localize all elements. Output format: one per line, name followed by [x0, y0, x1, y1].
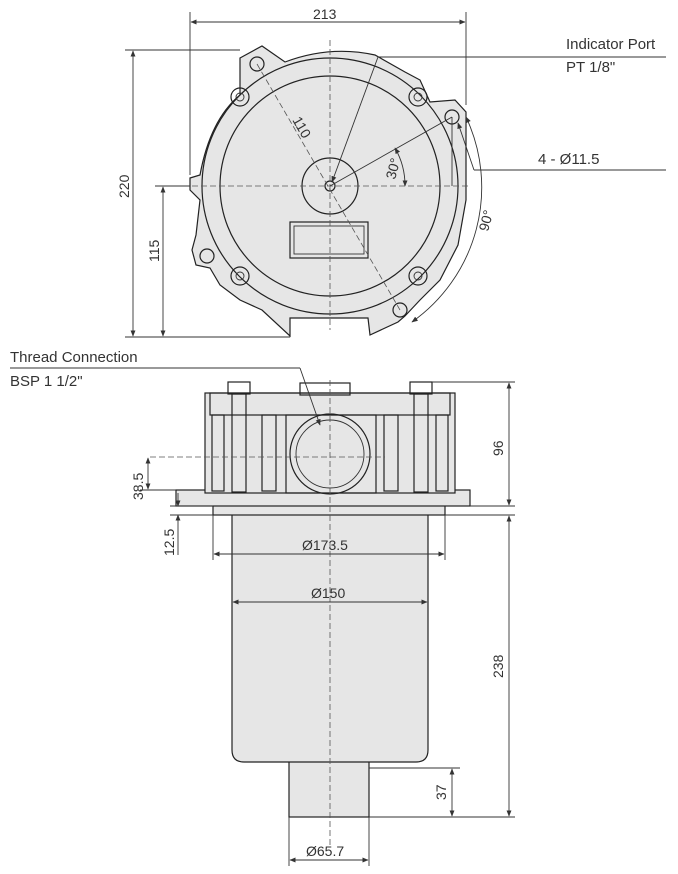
outlet-pipe — [288, 756, 370, 818]
thread-connection-label: Thread Connection — [10, 349, 138, 366]
dim-238: 238 — [490, 654, 506, 678]
dim-173-5: Ø173.5 — [302, 537, 348, 553]
bolt — [230, 87, 250, 107]
dim-65-7: Ø65.7 — [306, 843, 344, 859]
leader-indicator-diag — [331, 56, 379, 183]
dim-90: 90° — [475, 208, 496, 233]
indicator-port-label: Indicator Port — [566, 36, 656, 53]
dim-38-5: 38.5 — [130, 473, 146, 500]
column — [261, 414, 277, 492]
leader-thread-diag — [299, 367, 321, 426]
dim-12-5: 12.5 — [161, 529, 177, 556]
column — [435, 414, 449, 492]
thread-connection-spec: BSP 1 1/2" — [10, 373, 83, 390]
bolt-center — [235, 92, 245, 102]
dim-220: 220 — [116, 174, 132, 198]
dim-37: 37 — [433, 784, 449, 800]
dim-150: Ø150 — [311, 585, 345, 601]
top-view: 213 220 115 110 30° 90° Indicator Port P… — [116, 6, 666, 338]
bolt-shaft — [231, 393, 247, 493]
dim-96: 96 — [490, 440, 506, 456]
indicator-port-thread: PT 1/8" — [566, 59, 615, 76]
column — [211, 414, 225, 492]
holes-label: 4 - Ø11.5 — [538, 151, 599, 168]
bolt-head — [227, 381, 251, 395]
side-view: Thread Connection BSP 1 1/2" 96 38.5 12.… — [10, 349, 515, 866]
head-bolts — [211, 381, 449, 493]
arc-30 — [394, 147, 408, 187]
dim-30: 30° — [382, 156, 403, 181]
nameplate-inner — [293, 225, 365, 255]
mount-hole — [199, 248, 215, 264]
dim-213: 213 — [313, 6, 337, 22]
bolt-shaft — [413, 393, 429, 493]
bolt — [230, 266, 250, 286]
mount-hole — [392, 302, 408, 318]
dim-115: 115 — [146, 239, 162, 262]
bolt-center — [235, 271, 245, 281]
centerline-diag — [256, 63, 401, 311]
arc-90 — [411, 116, 483, 323]
bolt — [408, 87, 428, 107]
bolt-head — [409, 381, 433, 395]
nameplate — [289, 221, 369, 259]
mount-hole — [249, 56, 265, 72]
head-cap — [299, 382, 351, 396]
column — [383, 414, 399, 492]
inlet-body — [285, 414, 377, 494]
cover-bolts — [230, 87, 428, 286]
leader-holes-diag — [457, 122, 475, 171]
bolt-center — [413, 92, 423, 102]
